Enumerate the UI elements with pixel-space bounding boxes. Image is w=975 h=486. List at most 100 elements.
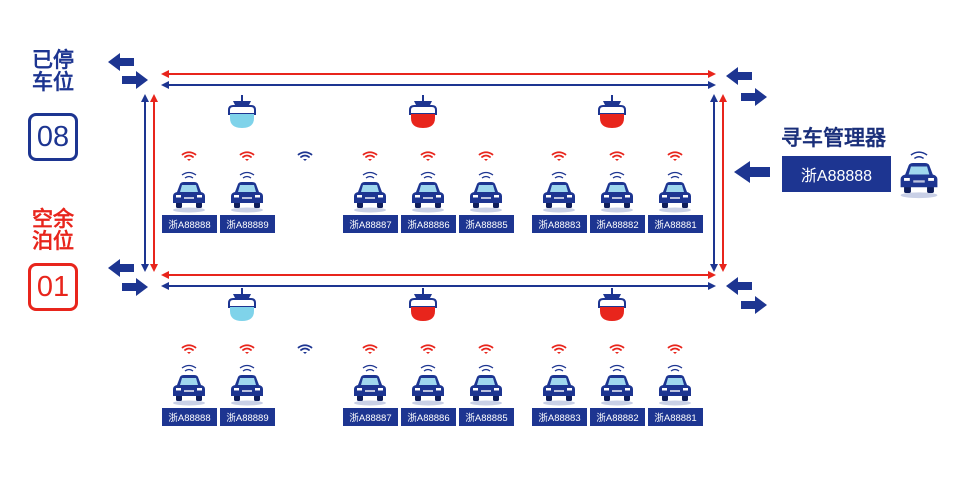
entry-exit-arrows <box>108 53 767 314</box>
car-icon <box>543 364 575 406</box>
sensor-signal-icon <box>297 151 313 161</box>
car-icon <box>900 151 938 199</box>
sensor-signal-icon <box>362 151 378 161</box>
license-plate: 浙A88887 <box>343 408 398 426</box>
occupied-title-line1: 已停 <box>32 49 74 72</box>
license-plate: 浙A88885 <box>459 215 514 233</box>
plate-text: 浙A88885 <box>465 412 507 424</box>
plate-text: 浙A88883 <box>538 219 580 231</box>
plate-text: 浙A88887 <box>349 219 391 231</box>
car-icon <box>231 364 263 406</box>
plate-text: 浙A88882 <box>596 412 638 424</box>
car-finder-title: 寻车管理器 <box>781 127 886 150</box>
license-plate: 浙A88882 <box>590 215 645 233</box>
occupied-count: 08 <box>36 120 70 153</box>
lane-lines <box>141 70 727 290</box>
plate-text: 浙A88886 <box>407 412 449 424</box>
guidance-lamp-icon <box>409 288 437 321</box>
parking-group: 浙A88887 浙A88886 浙A88885 <box>343 95 514 233</box>
car-icon <box>412 364 444 406</box>
sensor-signal-icon <box>609 151 625 161</box>
car-icon <box>470 364 502 406</box>
occupied-count-box: 08 <box>28 113 78 161</box>
plate-text: 浙A88889 <box>226 412 268 424</box>
plate-text: 浙A88886 <box>407 219 449 231</box>
license-plate: 浙A88889 <box>220 408 275 426</box>
car-icon <box>470 171 502 213</box>
car-icon <box>173 171 205 213</box>
plate-text: 浙A88881 <box>654 219 696 231</box>
plate-text: 浙A88888 <box>168 412 210 424</box>
sensor-signal-icon <box>551 151 567 161</box>
left-mid-in-arrow-icon <box>122 278 148 296</box>
sensor-signal-icon <box>181 151 197 161</box>
car-icon <box>543 171 575 213</box>
free-count-box: 01 <box>28 263 78 311</box>
sensor-signal-icon <box>667 344 683 354</box>
plate-text: 浙A88889 <box>226 219 268 231</box>
free-count: 01 <box>36 270 70 303</box>
sensor-signal-icon <box>551 344 567 354</box>
guidance-lamp-icon <box>228 288 256 321</box>
sensor-signal-icon <box>239 344 255 354</box>
finder-car-icon <box>900 151 938 199</box>
sensor-signal-icon <box>609 344 625 354</box>
car-icon <box>601 171 633 213</box>
plate-text: 浙A88881 <box>654 412 696 424</box>
free-title-line2: 泊位 <box>32 230 74 253</box>
right-top-out-arrow-icon <box>726 67 752 85</box>
car-icon <box>659 364 691 406</box>
car-icon <box>354 364 386 406</box>
parking-group: 浙A88888 浙A88889 <box>162 95 313 233</box>
guidance-lamp-icon <box>228 95 256 128</box>
sensor-signal-icon <box>420 151 436 161</box>
license-plate: 浙A88889 <box>220 215 275 233</box>
finder-arrow-icon <box>734 161 770 183</box>
car-icon <box>659 171 691 213</box>
sensor-signal-icon <box>239 151 255 161</box>
sensor-signal-icon <box>362 344 378 354</box>
plate-text: 浙A88882 <box>596 219 638 231</box>
plate-text: 浙A88887 <box>349 412 391 424</box>
car-icon <box>601 364 633 406</box>
car-icon <box>231 171 263 213</box>
license-plate: 浙A88887 <box>343 215 398 233</box>
plate-text: 浙A88885 <box>465 219 507 231</box>
car-icon <box>354 171 386 213</box>
sensor-signal-icon <box>667 151 683 161</box>
sensor-signal-icon <box>478 151 494 161</box>
license-plate: 浙A88883 <box>532 408 587 426</box>
parking-group: 浙A88883 浙A88882 浙A88881 <box>532 95 703 233</box>
car-finder-plate: 浙A88888 <box>782 156 891 192</box>
free-title-line1: 空余 <box>32 208 74 231</box>
occupied-spaces-title: 已停 车位 <box>20 50 86 94</box>
license-plate: 浙A88888 <box>162 215 217 233</box>
license-plate: 浙A88888 <box>162 408 217 426</box>
right-top-in-arrow-icon <box>741 88 767 106</box>
sensor-signal-icon <box>478 344 494 354</box>
occupied-title-line2: 车位 <box>32 71 74 94</box>
plate-text: 浙A88883 <box>538 412 580 424</box>
parking-group: 浙A88883 浙A88882 浙A88881 <box>532 288 703 426</box>
car-icon <box>173 364 205 406</box>
left-top-out-arrow-icon <box>108 53 134 71</box>
license-plate: 浙A88886 <box>401 215 456 233</box>
right-mid-in-arrow-icon <box>741 296 767 314</box>
sensor-signal-icon <box>420 344 436 354</box>
license-plate: 浙A88882 <box>590 408 645 426</box>
right-mid-out-arrow-icon <box>726 277 752 295</box>
parking-group: 浙A88887 浙A88886 浙A88885 <box>343 288 514 426</box>
sensor-signal-icon <box>181 344 197 354</box>
guidance-lamp-icon <box>598 95 626 128</box>
parking-group: 浙A88888 浙A88889 <box>162 288 313 426</box>
car-icon <box>412 171 444 213</box>
guidance-lamp-icon <box>409 95 437 128</box>
left-top-in-arrow-icon <box>122 71 148 89</box>
license-plate: 浙A88883 <box>532 215 587 233</box>
license-plate: 浙A88881 <box>648 215 703 233</box>
plate-text: 浙A88888 <box>168 219 210 231</box>
sensor-signal-icon <box>297 344 313 354</box>
